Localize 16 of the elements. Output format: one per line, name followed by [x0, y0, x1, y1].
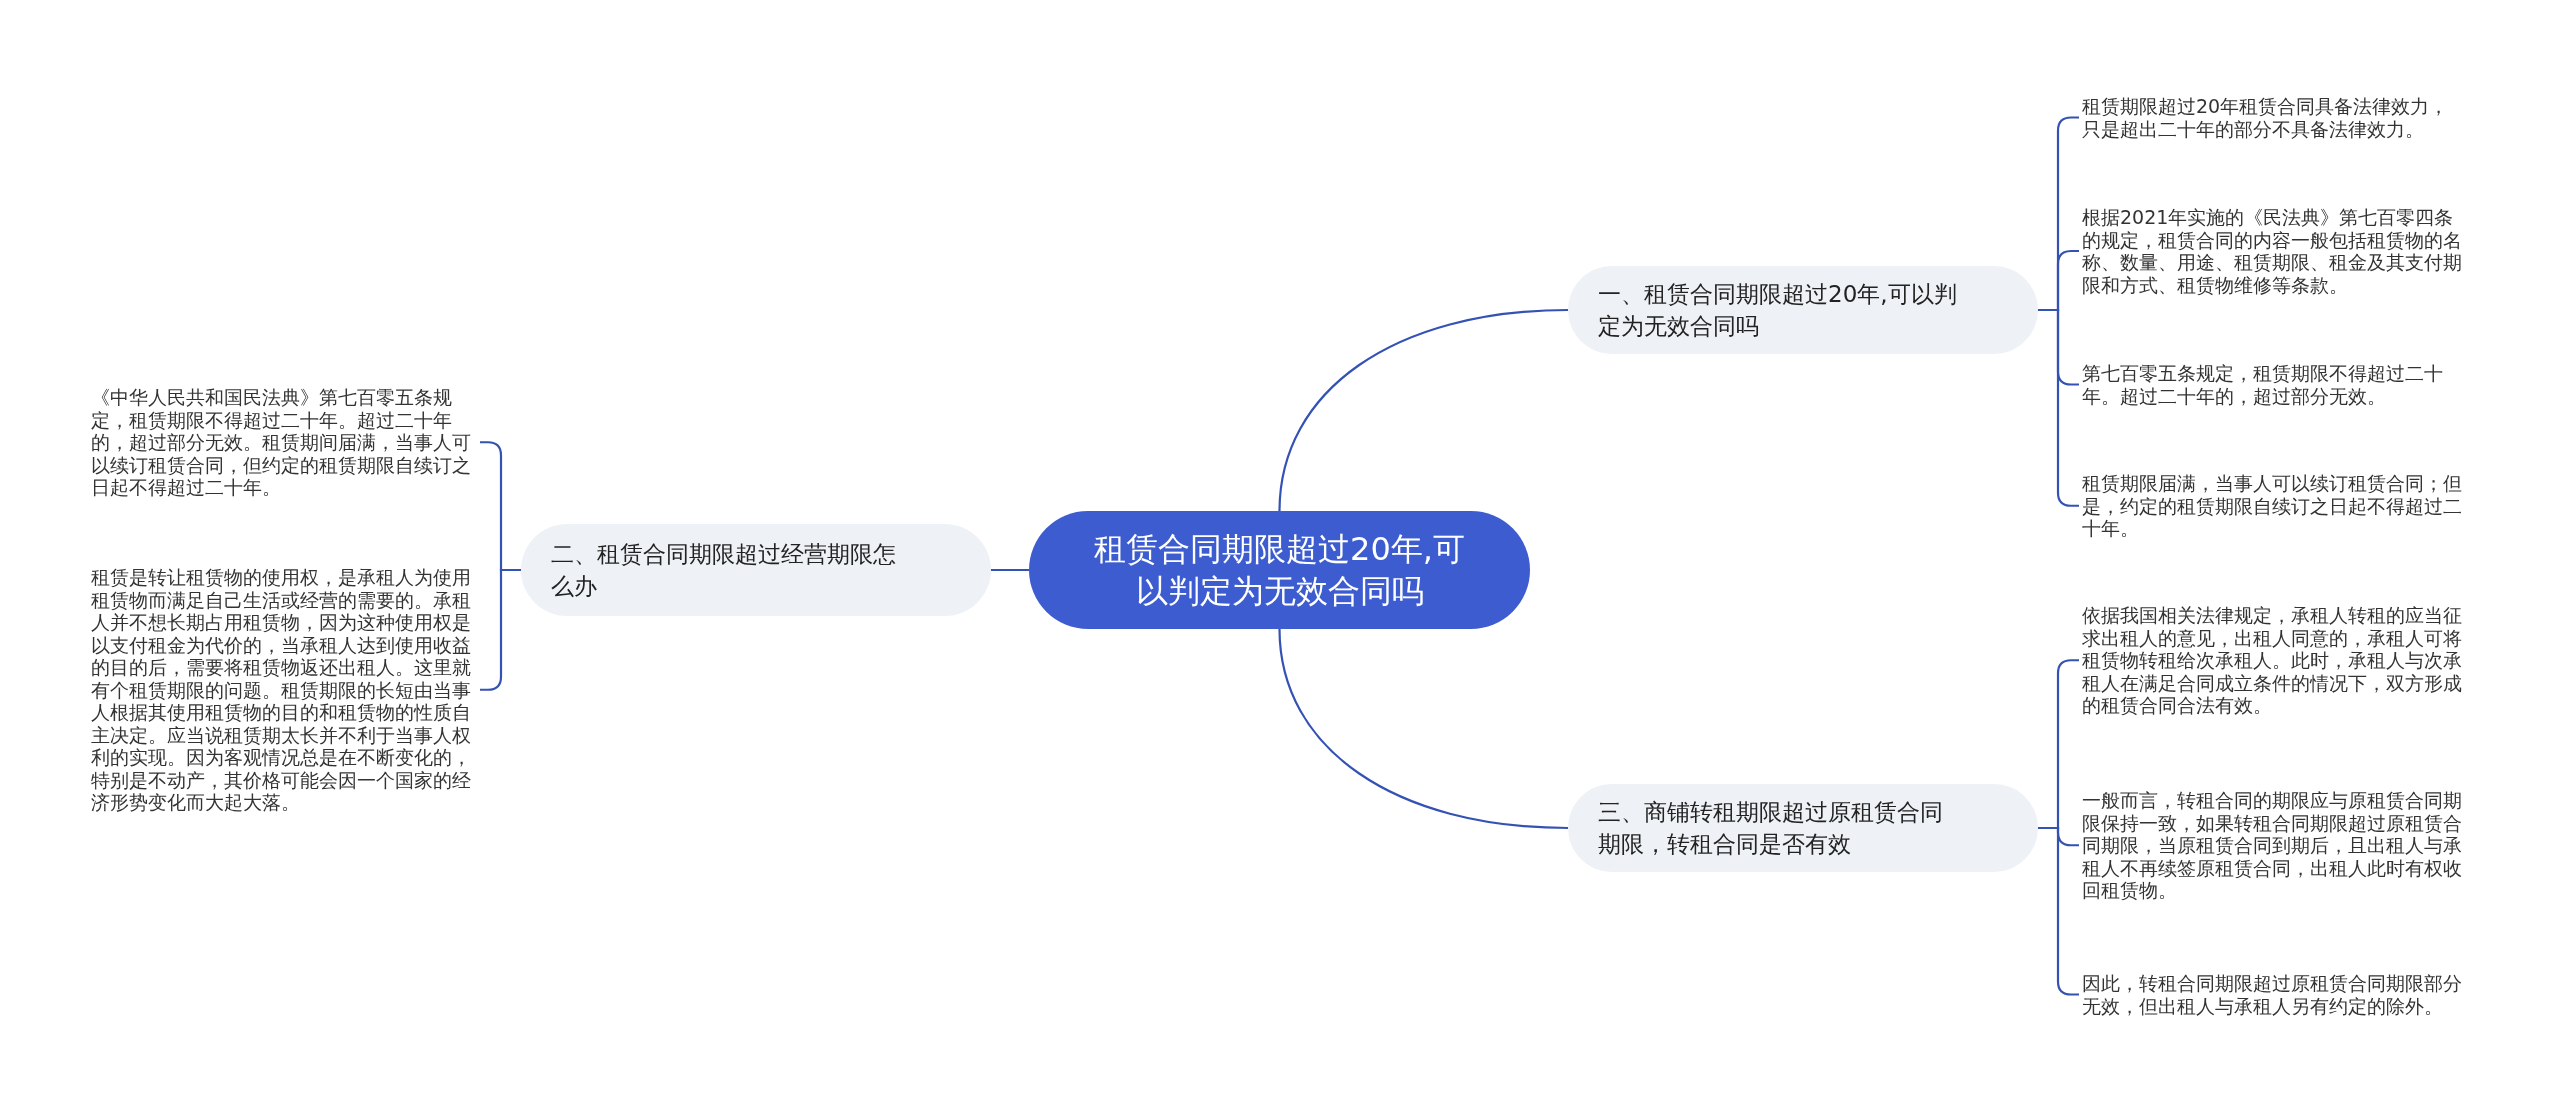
note-text: 租赁期限超过20年租赁合同具备法律效力，只是超出二十年的部分不具备法律效力。 [2079, 95, 2469, 140]
note-text: 一般而言，转租合同的期限应与原租赁合同期限保持一致，如果转租合同期限超过原租赁合同期限，当原租赁合同到期后，且出租人与承租人不再续签原租赁合同，出租人此时有权收回租赁物。 [2079, 789, 2469, 902]
note-text: 根据2021年实施的《民法典》第七百零四条的规定，租赁合同的内容一般包括租赁物的名称、数量、用途、租赁期限、租金及其支付期限和方式、租赁物维修等条款。 [2079, 206, 2469, 296]
note-text: 第七百零五条规定，租赁期限不得超过二十年。超过二十年的，超过部分无效。 [2079, 362, 2469, 407]
connector-line [1278, 628, 1569, 830]
central-topic-box: 租赁合同期限超过20年,可以判定为无效合同吗 [1029, 511, 1530, 629]
note-text: 租赁期限届满，当事人可以续订租赁合同；但是，约定的租赁期限自续订之日起不得超过二十年。 [2079, 472, 2469, 540]
connector-line [991, 568, 1029, 572]
note-text: 租赁是转让租赁物的使用权，是承租人为使用租赁物而满足自己生活或经营的需要的。承租人并不想长期占用租赁物，因为这种使用权是以支付租金为代价的，当承租人达到使用收益的目的后，需要将租赁物返还出租人。这里就有个租赁期限的问题。租赁期限的长短由当事人根据其使用租赁物的目的和租赁物的性质自主决定。应当说租赁期太长并不利于当事人权利的实现。因为客观情况总是在不断变化的，特别是不动产，其价格可能会因一个国家的经济形势变化而大起大落。 [88, 566, 480, 814]
note-text: 《中华人民共和国民法典》第七百零五条规定，租赁期限不得超过二十年。超过二十年的，超过部分无效。租赁期间届满，当事人可以续订租赁合同，但约定的租赁期限自续订之日起不得超过二十年。 [88, 386, 480, 499]
note-text: 依据我国相关法律规定，承租人转租的应当征求出租人的意见，出租人同意的，承租人可将租赁物转租给次承租人。此时，承租人与次承租人在满足合同成立条件的情况下，双方形成的租赁合同合法有效。 [2079, 604, 2469, 717]
topic-box: 二、租赁合同期限超过经营期限怎么办 [521, 524, 991, 616]
topic-box: 三、商铺转租期限超过原租赁合同期限，转租合同是否有效 [1568, 784, 2038, 872]
topic-box: 一、租赁合同期限超过20年,可以判定为无效合同吗 [1568, 266, 2038, 354]
connector-line [1278, 308, 1569, 512]
note-text: 因此，转租合同期限超过原租赁合同期限部分无效，但出租人与承租人另有约定的除外。 [2079, 972, 2469, 1017]
